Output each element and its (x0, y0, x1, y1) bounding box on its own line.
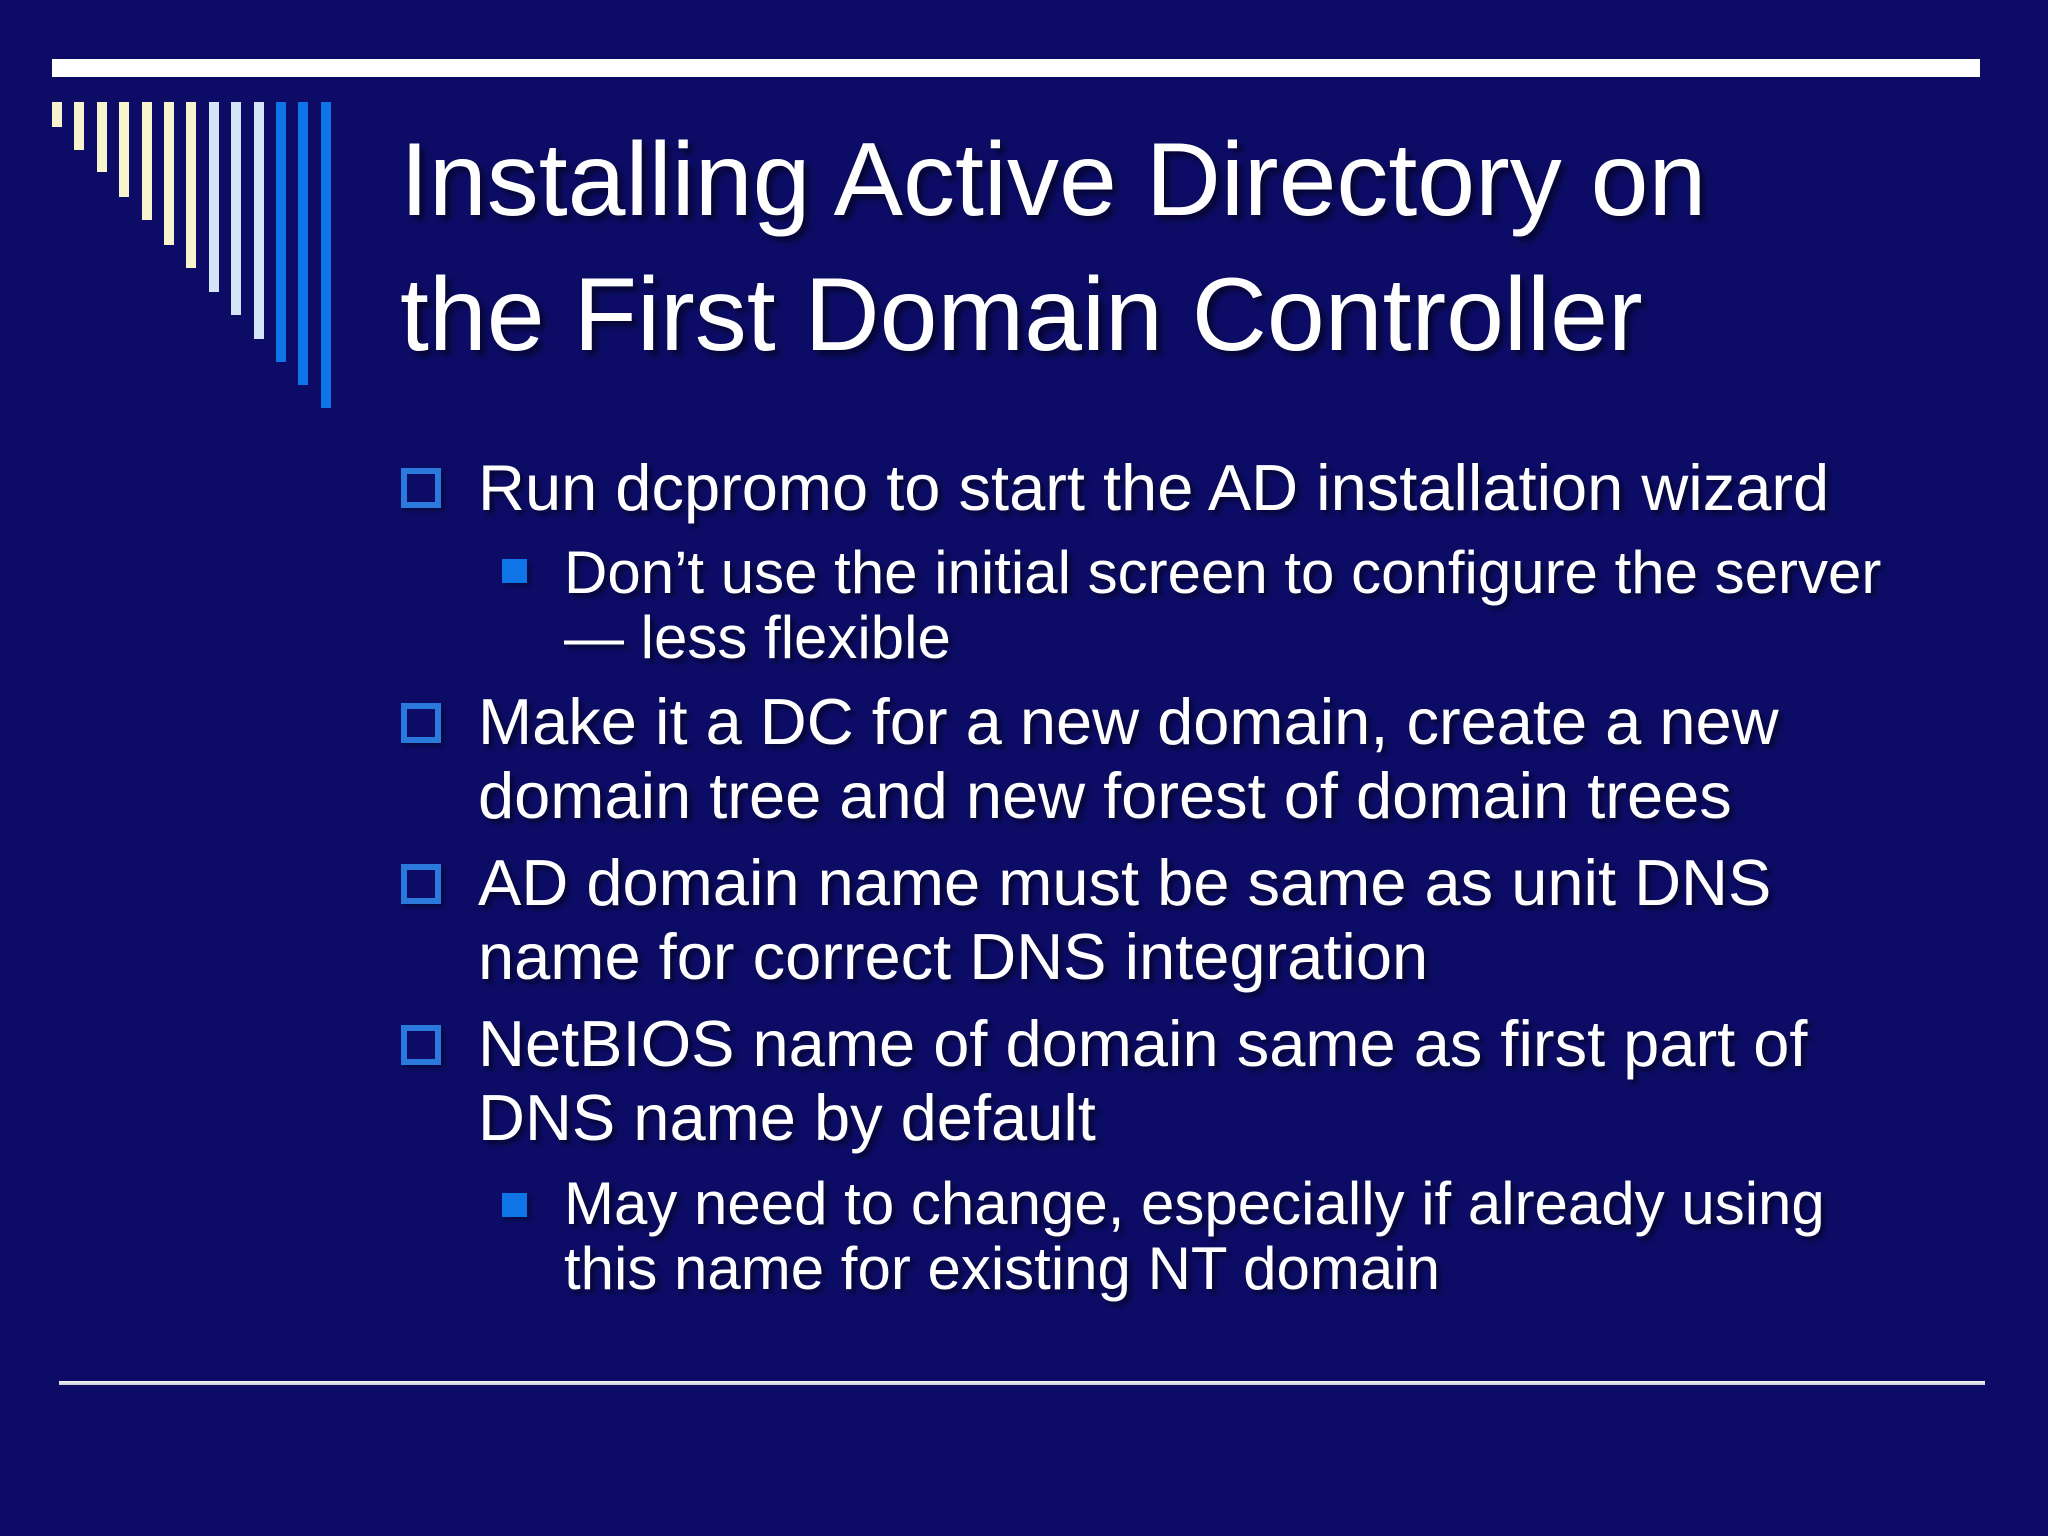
logo-bar-icon (97, 102, 107, 172)
logo-bar-icon (74, 102, 84, 150)
bullet-text: May need to change, especially if alread… (564, 1170, 1825, 1302)
hollow-square-bullet-icon (401, 703, 441, 743)
logo-bar-icon (276, 102, 286, 362)
hollow-square-bullet-icon (401, 864, 441, 904)
logo-bar-icon (231, 102, 241, 315)
logo-bar-icon (142, 102, 152, 220)
logo-bar-icon (119, 102, 129, 197)
logo-bar-icon (209, 102, 219, 292)
logo-bar-icon (164, 102, 174, 245)
logo-bar-icon (52, 102, 62, 127)
bullet-text: AD domain name must be same as unit DNS … (478, 846, 1772, 993)
bullet-text: Make it a DC for a new domain, create a … (478, 685, 1779, 832)
logo-bars-icon (0, 0, 360, 430)
hollow-square-bullet-icon (401, 468, 441, 508)
bottom-rule (59, 1381, 1985, 1385)
filled-square-bullet-icon (502, 559, 527, 583)
bullet-text: Don’t use the initial screen to configur… (564, 539, 1882, 671)
logo-bar-icon (321, 102, 331, 408)
filled-square-bullet-icon (502, 1193, 527, 1217)
logo-bar-icon (186, 102, 196, 268)
logo-bar-icon (298, 102, 308, 385)
hollow-square-bullet-icon (401, 1025, 441, 1065)
top-rule (52, 59, 1980, 77)
slide-title: Installing Active Directory on the First… (400, 122, 1707, 373)
bullet-text: NetBIOS name of domain same as first par… (478, 1007, 1808, 1154)
bullet-text: Run dcpromo to start the AD installation… (478, 451, 1830, 524)
logo-bar-icon (254, 102, 264, 339)
